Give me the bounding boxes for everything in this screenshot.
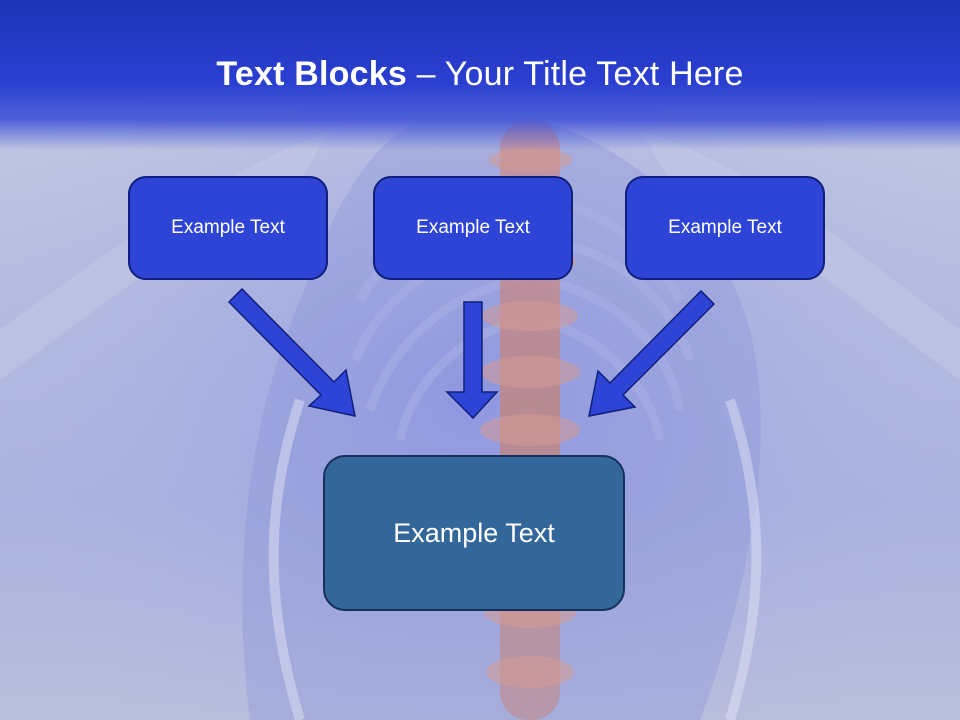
title-rest-text: – Your Title Text Here bbox=[406, 55, 744, 93]
text-block-top-center-label: Example Text bbox=[416, 217, 530, 238]
text-block-bottom-label: Example Text bbox=[393, 517, 555, 548]
text-block-top-right: Example Text bbox=[625, 176, 825, 280]
arrow-down-right-icon bbox=[227, 287, 356, 417]
text-block-top-center: Example Text bbox=[373, 176, 573, 280]
text-block-top-left-label: Example Text bbox=[171, 217, 285, 238]
title-bold-text: Text Blocks bbox=[216, 55, 407, 93]
arrow-down-left-icon bbox=[588, 289, 716, 417]
title-band bbox=[0, 0, 960, 150]
slide-title: Text Blocks – Your Title Text Here bbox=[0, 52, 960, 96]
text-block-bottom: Example Text bbox=[323, 455, 625, 611]
text-block-top-left: Example Text bbox=[128, 176, 328, 280]
arrow-down-icon bbox=[445, 301, 499, 420]
text-block-top-right-label: Example Text bbox=[668, 217, 782, 238]
